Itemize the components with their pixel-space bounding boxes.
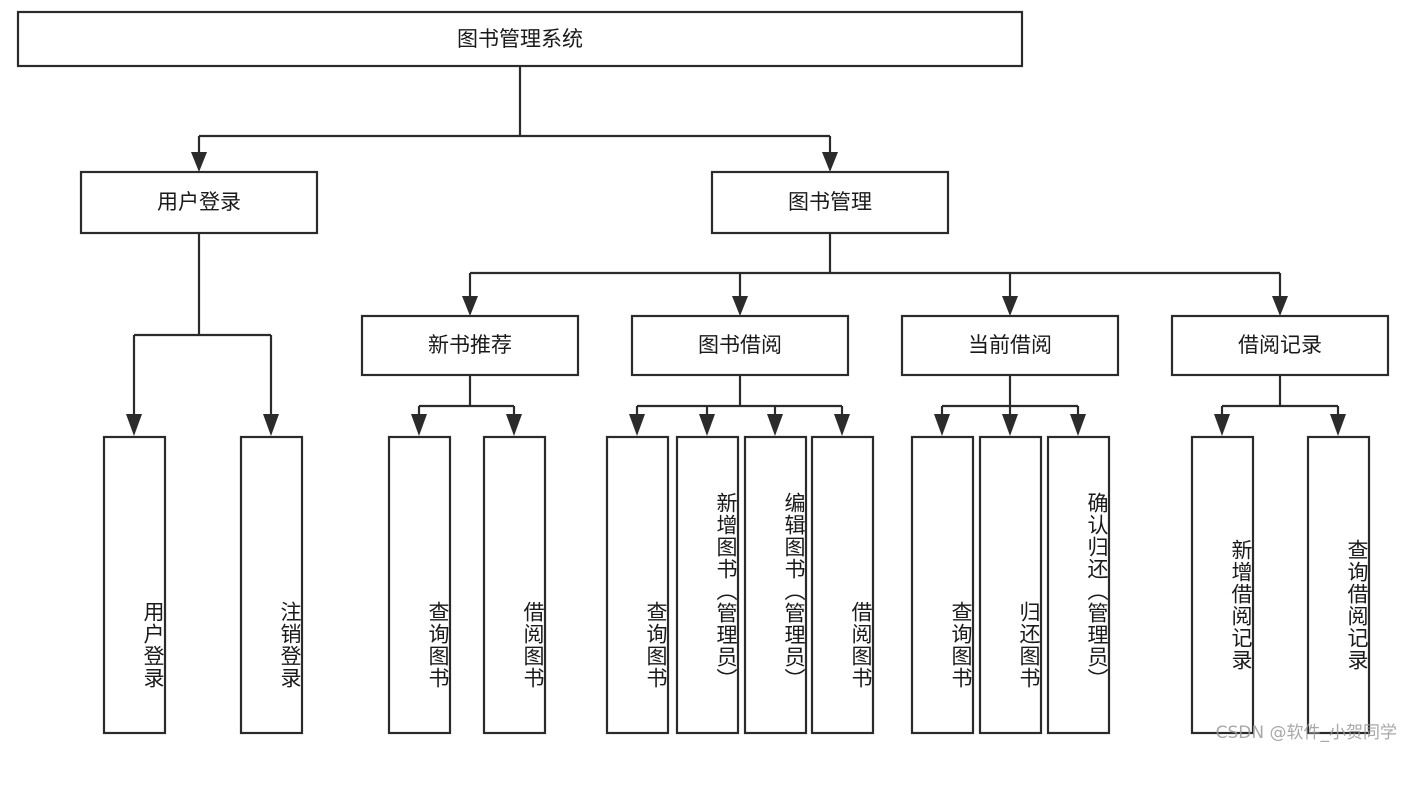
flowchart-canvas: 图书管理系统 用户登录 图书管理 新书推荐 图书借阅 当前借阅 借阅记录 xyxy=(16,10,1397,743)
node-leaf-user-login-box[interactable] xyxy=(102,435,167,735)
edge-group-borrow-record xyxy=(1214,375,1346,436)
node-book-borrow-box[interactable] xyxy=(630,314,850,377)
edge-group-root xyxy=(191,66,838,172)
node-leaf-add-book-box[interactable] xyxy=(675,435,740,735)
node-leaf-borrow-book-1-box[interactable] xyxy=(482,435,547,735)
arrow-to-borrow-record-icon xyxy=(1272,296,1288,316)
arrow-leaf-user-login-icon xyxy=(126,414,142,436)
arrow-leaf-add-record-icon xyxy=(1214,414,1230,436)
node-leaf-query-record-box[interactable] xyxy=(1306,435,1371,735)
leaf-box-group xyxy=(102,435,1371,735)
node-borrow-record[interactable]: 借阅记录 xyxy=(1170,314,1390,377)
arrow-leaf-edit-book-icon xyxy=(767,414,783,436)
tree-diagram-svg: 图书管理系统 用户登录 图书管理 新书推荐 图书借阅 当前借阅 借阅记录 xyxy=(16,10,1390,735)
arrow-leaf-add-book-icon xyxy=(699,414,715,436)
arrow-leaf-borrow-book-1-icon xyxy=(506,414,522,436)
arrow-leaf-confirm-return-icon xyxy=(1070,414,1086,436)
node-leaf-return-book-box[interactable] xyxy=(978,435,1043,735)
node-book-borrow-label: 图书借阅 xyxy=(698,333,782,357)
node-leaf-user-logout-box[interactable] xyxy=(239,435,304,735)
arrow-leaf-query-book-1-icon xyxy=(411,414,427,436)
node-new-book-rec[interactable]: 新书推荐 xyxy=(360,314,580,377)
arrow-leaf-query-book-3-icon xyxy=(934,414,950,436)
node-current-borrow-label: 当前借阅 xyxy=(968,333,1052,357)
node-borrow-record-box[interactable] xyxy=(1170,314,1390,377)
node-new-book-rec-box[interactable] xyxy=(360,314,580,377)
node-leaf-add-record-box[interactable] xyxy=(1190,435,1255,735)
node-leaf-confirm-return-box[interactable] xyxy=(1046,435,1111,735)
arrow-leaf-query-record-icon xyxy=(1330,414,1346,436)
arrow-leaf-borrow-book-2-icon xyxy=(834,414,850,436)
node-leaf-borrow-book-2-box[interactable] xyxy=(810,435,875,735)
node-root-label: 图书管理系统 xyxy=(457,27,583,51)
node-leaf-query-book-1-box[interactable] xyxy=(387,435,452,735)
arrow-to-current-borrow-icon xyxy=(1002,296,1018,316)
arrow-to-user-login-icon xyxy=(191,152,207,172)
node-leaf-query-book-2-box[interactable] xyxy=(605,435,670,735)
arrow-leaf-user-logout-icon xyxy=(263,414,279,436)
node-leaf-query-book-3-box[interactable] xyxy=(910,435,975,735)
node-user-login-label: 用户登录 xyxy=(157,190,241,214)
arrow-to-book-manage-icon xyxy=(822,152,838,172)
edge-group-current-borrow xyxy=(934,375,1086,436)
edge-group-book-borrow xyxy=(629,375,850,436)
node-current-borrow-box[interactable] xyxy=(900,314,1120,377)
arrow-leaf-query-book-2-icon xyxy=(629,414,645,436)
node-user-login[interactable]: 用户登录 xyxy=(79,170,319,235)
arrow-to-new-book-rec-icon xyxy=(462,296,478,316)
arrow-to-book-borrow-icon xyxy=(732,296,748,316)
node-root-box[interactable] xyxy=(16,10,1024,68)
node-current-borrow[interactable]: 当前借阅 xyxy=(900,314,1120,377)
node-book-manage-label: 图书管理 xyxy=(788,190,872,214)
node-book-borrow[interactable]: 图书借阅 xyxy=(630,314,850,377)
edge-group-user-login xyxy=(126,233,279,436)
arrow-leaf-return-book-icon xyxy=(1002,414,1018,436)
node-borrow-record-label: 借阅记录 xyxy=(1238,333,1322,357)
node-book-manage[interactable]: 图书管理 xyxy=(710,170,950,235)
node-user-login-box[interactable] xyxy=(79,170,319,235)
edge-group-book-manage xyxy=(462,233,1288,316)
node-leaf-edit-book-box[interactable] xyxy=(743,435,808,735)
node-new-book-rec-label: 新书推荐 xyxy=(428,333,512,357)
node-root[interactable]: 图书管理系统 xyxy=(16,10,1024,68)
edge-group-new-book-rec xyxy=(411,375,522,436)
node-book-manage-box[interactable] xyxy=(710,170,950,235)
